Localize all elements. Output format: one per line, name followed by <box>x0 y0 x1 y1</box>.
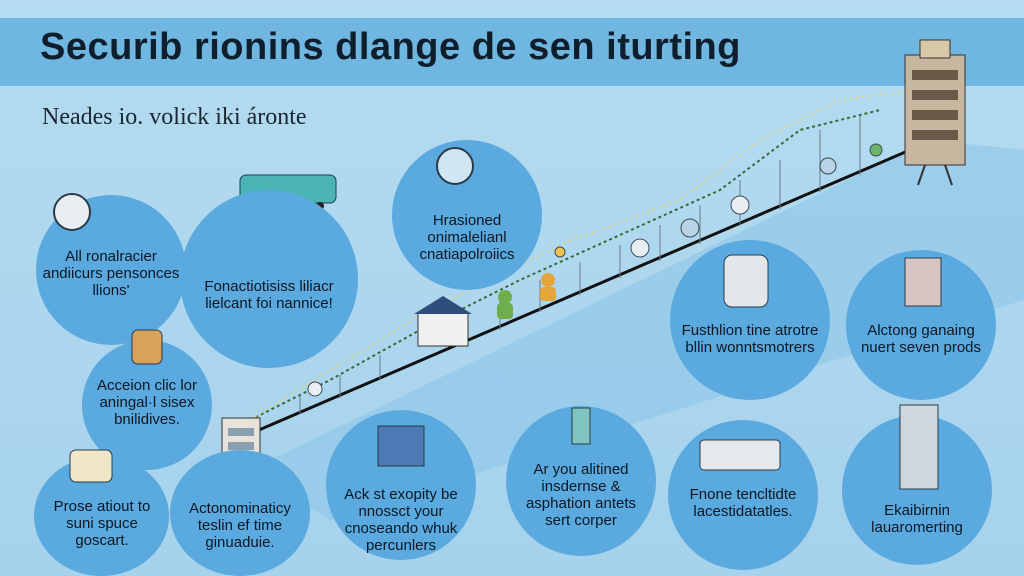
scale-icon <box>69 449 113 483</box>
lighthouse-icon <box>899 404 939 490</box>
bubble-3-text: Prose atiout to suni spuce goscart. <box>53 498 151 549</box>
lock-icon <box>723 254 769 308</box>
page-subtitle: Neades io. volick iki áronte <box>42 104 307 130</box>
building-icon <box>904 257 942 307</box>
main-rail <box>244 148 911 438</box>
page-title: Securib rionins dlange de sen iturting <box>40 26 741 68</box>
house-illustration <box>414 296 472 347</box>
bubble-5-text: Actonominaticy teslin ef time ginuaduie. <box>189 500 291 551</box>
globe-icon <box>436 147 474 185</box>
bubble-4-text: Fonactiotisiss liliacr lielcant foi nann… <box>204 278 334 312</box>
bubble-12-text: Ekaibirnin lauaromerting <box>871 502 963 536</box>
rail-nodes <box>307 143 883 397</box>
title-bar <box>0 18 1024 86</box>
robot-icon <box>571 407 591 445</box>
network-icon <box>377 425 425 467</box>
box-icon <box>131 329 163 365</box>
bubble-1-text: All ronalracier andiicurs pensonces llio… <box>42 248 180 299</box>
bubble-9-text: Fusthlion tine atrotre bllin wonntsmotre… <box>681 322 819 356</box>
bubble-11-text: Alctong ganaing nuert seven prods <box>860 322 982 356</box>
pawn-figures <box>497 273 556 319</box>
bubble-6-text: Hrasioned onimalelianl cnatiapolroiics <box>419 212 515 263</box>
machine-icon <box>699 439 781 471</box>
tower-illustration <box>904 39 966 186</box>
bubble-4 <box>180 190 358 368</box>
bubble-8-text: Ar you alitined insdernse & asphation an… <box>525 461 637 529</box>
bubble-7-text: Ack st exopity be nnossct your cnoseando… <box>344 486 458 554</box>
bubble-5 <box>170 450 310 576</box>
shield-icon <box>53 193 91 231</box>
cable-line <box>249 109 881 421</box>
bubble-10-text: Fnone tencltidte lacestidatatles. <box>689 486 797 520</box>
cable-line-2 <box>249 89 921 421</box>
bubble-2-text: Acceion clic lor aningal·l sisex bnilidi… <box>96 377 198 428</box>
